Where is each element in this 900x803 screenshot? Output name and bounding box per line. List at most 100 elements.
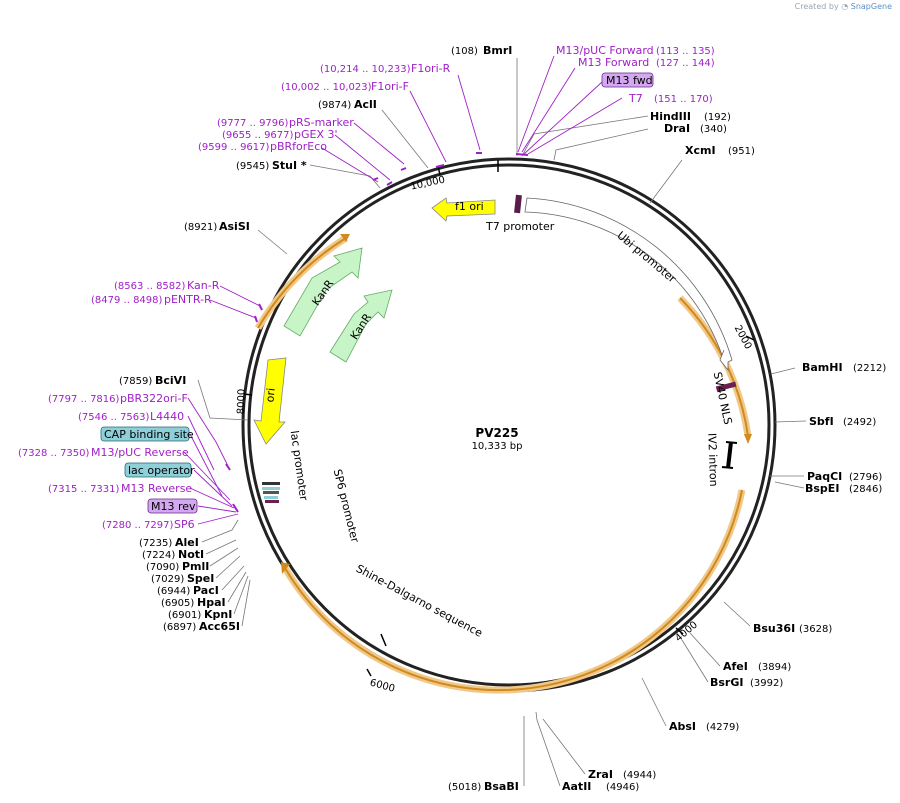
tick-8000-mark [243,393,253,396]
leader-l4440 [187,415,215,471]
leader-stui [309,164,381,189]
leader-paci [221,565,245,591]
f1-ori-arrow [431,197,496,222]
site-bsabi-name: BsaBI [484,780,519,793]
lac-segment-1 [262,482,280,485]
box-m13-fwd: M13 fwd [601,72,654,88]
box-cap-bg [100,426,190,442]
mark-kan-r [258,303,263,311]
plasmid-length: 10,333 bp [472,441,523,452]
site-pmli-pos: (7090) [146,562,179,573]
site-bamhi-name: BamHI [802,361,843,374]
primer-f1ori-r-pos: (10,214 .. 10,233) [320,64,411,75]
site-bspei-pos: (2846) [849,484,882,495]
primer-m13puc-reverse-pos: (7328 .. 7350) [18,448,90,459]
leader-bsu36i [723,601,751,627]
leader-pbr322ori-f [187,397,229,467]
site-hindiii-pos: (192) [704,112,731,123]
site-paci-pos: (6944) [157,586,190,597]
site-noti-name: NotI [178,548,204,561]
primer-pbrforeco-name: pBRforEco [270,140,327,153]
primer-leaders [183,55,623,525]
cap-segment [262,487,280,490]
site-afei-pos: (3894) [758,662,791,673]
leader-lacop [193,469,233,507]
primer-prs-marker-pos: (9777 .. 9796) [217,118,289,129]
site-bcivi-pos: (7859) [119,376,152,387]
f1-ori-feature: f1 ori [431,197,496,222]
kanr-arrow-outer [283,247,363,337]
primer-pbrforeco-pos: (9599 .. 9617) [198,142,270,153]
box-lacop-label: lac operator [128,464,195,477]
site-zrai-name: ZraI [588,768,613,781]
site-absi-pos: (4279) [706,722,739,733]
leader-f1ori-r [457,74,481,151]
primer-m13-forward-name: M13 Forward [578,56,649,69]
primer-kan-r-name: Kan-R [187,279,220,292]
site-zrai-pos: (4944) [623,770,656,781]
primer-m13-reverse-pos: (7315 .. 7331) [48,484,120,495]
primer-t7-pos: (151 .. 170) [654,94,713,105]
site-stui-pos: (9545) [236,161,269,172]
primer-l4440-pos: (7546 .. 7563) [78,412,150,423]
box-m13-rev: M13 rev [147,498,198,514]
box-m13rev-label: M13 rev [151,500,196,513]
site-asisi-pos: (8921) [184,222,217,233]
kanr-arrow-inner [329,289,393,363]
f1-ori-label: f1 ori [455,200,484,213]
mark-l4440 [225,463,231,471]
leader-m13-forward [521,67,576,153]
mark-pentr-r [254,315,258,323]
site-hpai-pos: (6905) [161,598,194,609]
site-absi-name: AbsI [669,720,696,733]
shine-dalgarno-label: Shine-Dalgarno sequence [354,562,485,640]
site-bsu36i-pos: (3628) [799,624,832,635]
site-bsrgi-pos: (3992) [750,678,783,689]
primer-m13puc-forward-name: M13/pUC Forward [556,44,654,57]
site-acc65i-name: Acc65I [199,620,240,633]
leader-prs-marker [353,122,405,165]
site-aatii-pos: (4946) [606,782,639,793]
t7-promoter-label: T7 promoter [485,220,555,233]
leader-m13puc-forward [517,55,555,153]
tick-6000-label: 6000 [369,678,396,695]
leader-bamhi [770,367,796,375]
site-bspei-name: BspEI [805,482,839,495]
box-m13-fwd-bg [601,72,654,88]
mark-prs-marker [400,167,407,171]
primer-pgex3-pos: (9655 .. 9677) [222,130,294,141]
leader-pentr-r [209,299,257,319]
leader-aatii [535,711,561,787]
site-spei-pos: (7029) [151,574,184,585]
leader-m13-fwd [523,81,603,155]
leader-alei [201,519,239,543]
ori-arrow [253,357,287,445]
leader-kan-r [219,285,261,307]
box-m13-fwd-label: M13 fwd [606,74,653,87]
site-leaders-left [197,109,429,627]
leader-sbfi [774,420,807,423]
site-asisi-name: AsiSI [219,220,250,233]
iv2-intron-label: IV2 intron [705,433,720,487]
box-m13rev-bg [147,498,198,514]
box-lac-operator: lac operator [124,462,195,478]
lac-promoter-label: lac promoter [288,430,311,502]
primer-m13puc-forward-pos: (113 .. 135) [656,46,715,57]
leader-afei [689,632,721,667]
t7-promoter-marker [514,194,522,214]
site-spei-name: SpeI [187,572,214,585]
orf-arc-right-upper-arrow [744,434,752,444]
primer-binding-marks [225,152,529,513]
credit-prefix: Created by [794,2,839,11]
tick-4000-mark [675,627,684,635]
iv2-intron-feature: IV2 intron [705,433,738,487]
site-leaders-right [516,58,807,787]
primer-f1ori-f-pos: (10,002 .. 10,023) [281,82,372,93]
orf-arc-left-arrow [340,234,350,242]
site-bcivi-name: BciVI [155,374,186,387]
plasmid-name: PV225 [475,426,518,440]
tick-6000-mark [366,668,372,677]
backbone-ticks [243,160,755,677]
kanr-feature-inner: KanR [329,289,393,363]
leader-zrai [542,718,586,775]
